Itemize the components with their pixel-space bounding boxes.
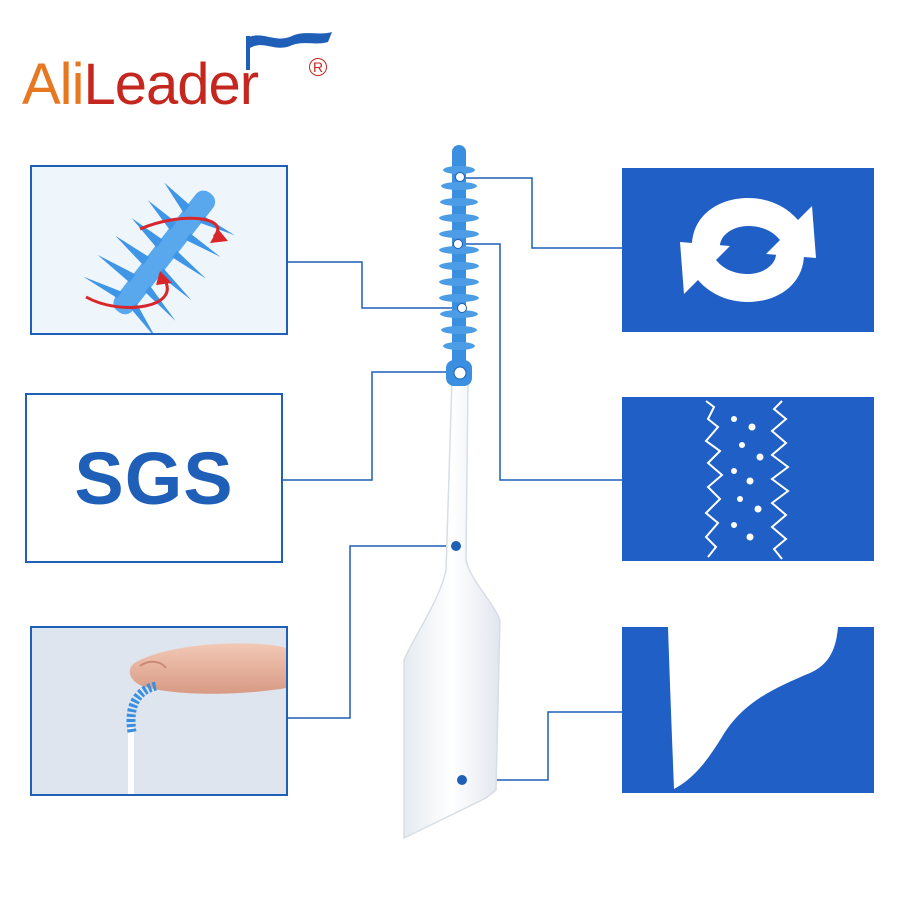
point-marker xyxy=(457,775,467,785)
bristle-cross-section-icon xyxy=(704,400,790,560)
point-marker xyxy=(453,366,467,380)
flexible-brush-panel xyxy=(30,626,288,796)
rotate-arrows-icon xyxy=(680,198,816,302)
logo-wordmark: AliLeader xyxy=(22,56,259,114)
logo-leader: Leader xyxy=(83,52,259,117)
spiral-bristle-panel xyxy=(30,165,288,335)
sgs-certification-panel: SGS xyxy=(25,393,283,563)
rotation-panel xyxy=(622,168,874,332)
angled-tip-closeup-icon xyxy=(668,627,838,789)
point-marker xyxy=(457,303,467,313)
finger-bending-brush-image xyxy=(32,628,286,794)
logo-ali: Ali xyxy=(22,52,84,117)
bristle-panel xyxy=(622,397,874,561)
point-marker xyxy=(455,172,465,182)
brush-bristles xyxy=(439,145,479,386)
flag-icon xyxy=(246,32,332,70)
spiral-bristle-icon xyxy=(83,182,235,333)
registered-mark: R xyxy=(309,58,327,76)
point-marker xyxy=(451,541,461,551)
tip-panel xyxy=(622,627,874,793)
brush-handle xyxy=(403,379,501,840)
brand-logo: AliLeader R xyxy=(22,28,342,128)
point-marker xyxy=(453,239,463,249)
sgs-label: SGS xyxy=(74,436,234,520)
